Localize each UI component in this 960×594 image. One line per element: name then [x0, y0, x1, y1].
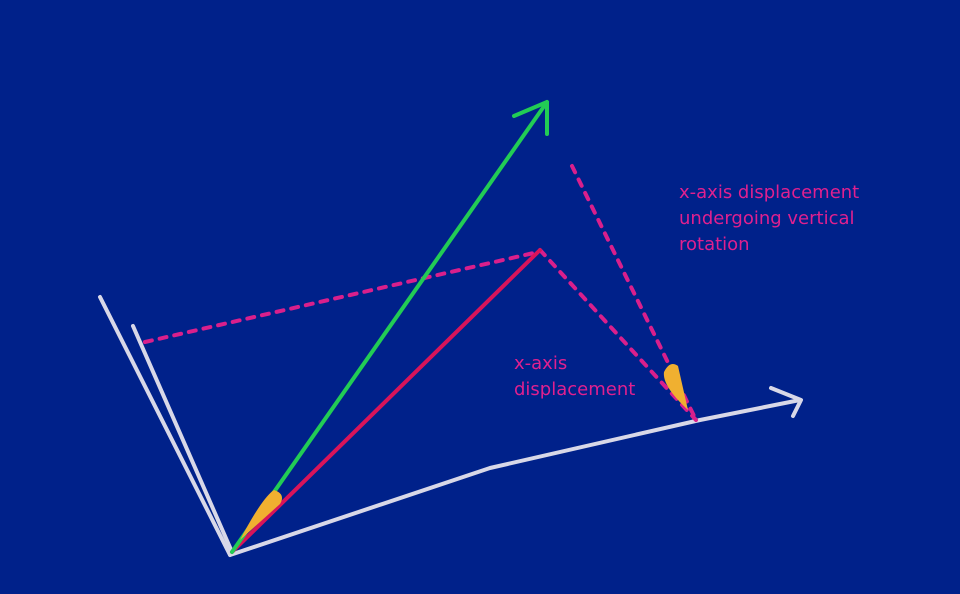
vertical-axis-outer [98, 295, 232, 557]
green-vector [230, 100, 549, 554]
red-vector [230, 248, 542, 554]
displacement-label-line2: displacement [514, 379, 636, 400]
displacement-label: x-axis displacement [514, 351, 635, 403]
green-vector-arrowhead [512, 100, 549, 136]
rotation-label: x-axis displacement undergoing vertical … [679, 180, 859, 258]
horizontal-axis-arrowhead [769, 386, 803, 418]
displacement-label-line1: x-axis [514, 353, 568, 374]
dashed-rotated-line [570, 164, 698, 422]
angle-mark-displacement [663, 364, 688, 410]
dashed-guides [143, 164, 698, 422]
coordinate-axes [98, 295, 803, 557]
dashed-projection-line [143, 250, 540, 344]
rotation-label-line2: undergoing vertical [679, 208, 855, 229]
green-vector-shaft [230, 100, 549, 554]
angle-mark-origin [240, 490, 282, 540]
dashed-displacement-line [538, 248, 698, 422]
vertical-axis-inner [131, 324, 234, 554]
rotation-label-line3: rotation [679, 234, 750, 255]
horizontal-axis [228, 398, 802, 557]
angle-marks [240, 364, 688, 540]
rotation-label-line1: x-axis displacement [679, 182, 860, 203]
